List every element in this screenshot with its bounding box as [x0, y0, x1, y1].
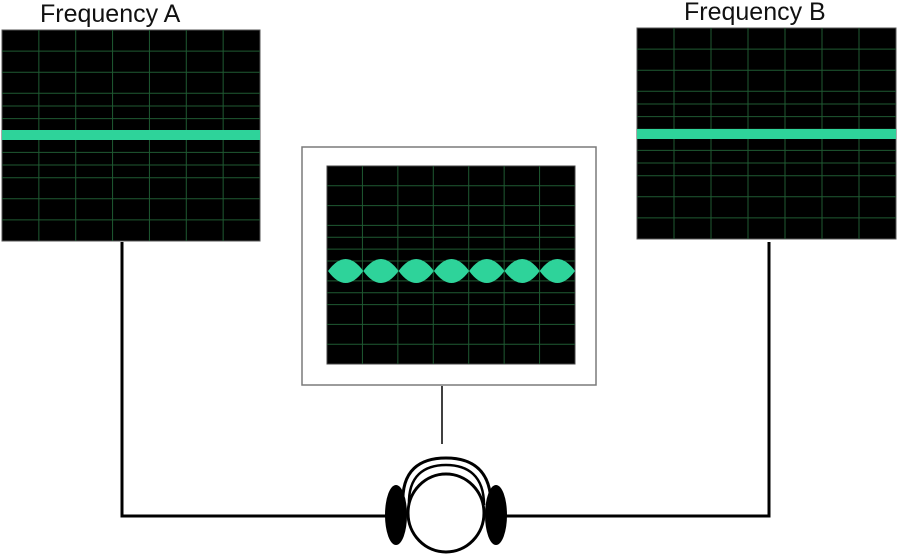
wire-a [120, 242, 395, 518]
scope-screen-a [1, 29, 261, 242]
beat-waveform [328, 259, 575, 283]
headband-inner [407, 463, 486, 506]
frequency-a-label: Frequency A [40, 0, 181, 28]
head-icon [406, 472, 486, 554]
beat-lobe [539, 259, 575, 283]
scope-b-trace [637, 129, 896, 139]
beat-lobe [363, 259, 399, 283]
combined-grid [327, 166, 575, 364]
beat-lobe [328, 259, 364, 283]
wire-b [500, 242, 771, 518]
scope-a-trace [2, 130, 260, 140]
scope-screen-b [636, 27, 897, 240]
headband [401, 456, 493, 506]
beat-lobe [433, 259, 470, 283]
beat-lobe [398, 259, 434, 283]
combined-display [301, 146, 597, 386]
headphones-icon [385, 456, 507, 554]
frequency-b-label: Frequency B [684, 0, 826, 26]
left-ear-cup [385, 485, 407, 545]
wires [120, 242, 771, 518]
right-ear-cup [485, 485, 507, 545]
beat-lobe [504, 259, 540, 283]
beat-lobe [469, 259, 505, 283]
